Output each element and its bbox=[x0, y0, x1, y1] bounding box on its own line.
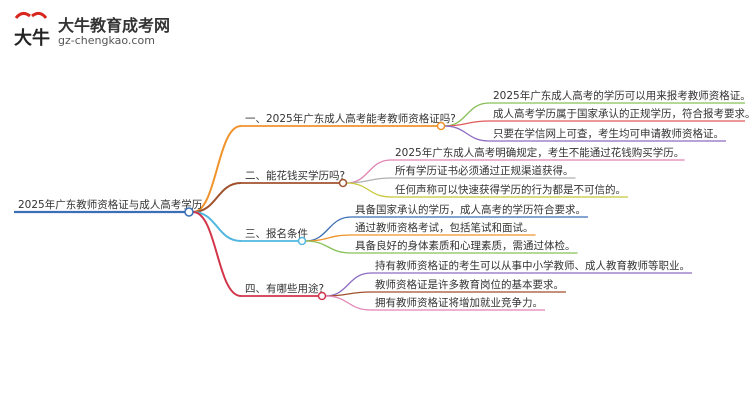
branch-node-circle[interactable] bbox=[338, 178, 348, 188]
leaf-node-label: 拥有教师资格证将增加就业竞争力。 bbox=[375, 296, 543, 309]
leaf-node-label: 具备国家承认的学历，成人高考的学历符合要求。 bbox=[355, 203, 586, 216]
root-to-branch-edge bbox=[192, 211, 242, 242]
leaf-node-label: 2025年广东成人高考明确规定，考生不能通过花钱购买学历。 bbox=[395, 146, 684, 159]
branch-to-leaf-edge bbox=[305, 240, 352, 254]
leaf-node-label: 任何声称可以快速获得学历的行为都是不可信的。 bbox=[395, 183, 626, 196]
logo-mark-text: 大牛 bbox=[14, 27, 50, 49]
branch-to-leaf-edge bbox=[325, 291, 372, 297]
branch-node-circle[interactable] bbox=[436, 121, 446, 131]
branch-to-leaf-edge bbox=[346, 182, 392, 198]
leaf-node-label: 2025年广东成人高考的学历可以用来报考教师资格证。 bbox=[493, 89, 750, 102]
branch-to-leaf-edge bbox=[444, 125, 490, 142]
mindmap-nodes: 2025年广东教师资格证与成人高考学历 一、2025年广东成人高考能考教师资格证吗… bbox=[18, 89, 750, 309]
leaf-node-label: 具备良好的身体素质和心理素质，需通过体检。 bbox=[355, 239, 576, 252]
branch-to-leaf-edge bbox=[346, 159, 392, 184]
branch-node-label: 二、能花钱买学历吗? bbox=[245, 169, 345, 182]
logo-title: 大牛教育成考网 bbox=[58, 16, 171, 35]
leaf-node-label: 所有学历证书必须通过正规渠道获得。 bbox=[395, 164, 574, 177]
leaf-node-label: 只要在学信网上可查，考生均可申请教师资格证。 bbox=[493, 127, 724, 140]
leaf-node-label: 成人高考学历属于国家承认的正规学历，符合报考要求。 bbox=[493, 107, 750, 120]
root-node-circle[interactable] bbox=[184, 207, 194, 217]
ox-logo-icon: 大牛 bbox=[14, 11, 50, 49]
leaf-node-label: 持有教师资格证的考生可以从事中小学教师、成人教育教师等职业。 bbox=[375, 259, 690, 272]
branch-node-label: 四、有哪些用途? bbox=[245, 282, 324, 295]
site-logo[interactable]: 大牛 大牛教育成考网 gz-chengkao.com bbox=[8, 8, 208, 54]
mindmap-edges bbox=[14, 102, 745, 311]
branch-node-label: 三、报名条件 bbox=[245, 227, 308, 240]
branch-to-leaf-edge bbox=[325, 295, 372, 311]
logo-url: gz-chengkao.com bbox=[58, 34, 155, 47]
root-to-branch-edge bbox=[192, 211, 242, 297]
leaf-node-label: 教师资格证是许多教育岗位的基本要求。 bbox=[375, 278, 564, 291]
branch-node-label: 一、2025年广东成人高考能考教师资格证吗? bbox=[245, 112, 456, 125]
root-node-label: 2025年广东教师资格证与成人高考学历 bbox=[18, 198, 202, 211]
root-to-branch-edge bbox=[192, 125, 242, 213]
branch-node-circle[interactable] bbox=[317, 291, 327, 301]
branch-to-leaf-edge bbox=[346, 177, 392, 184]
leaf-node-label: 通过教师资格考试，包括笔试和面试。 bbox=[355, 221, 534, 234]
branch-to-leaf-edge bbox=[305, 234, 352, 242]
branch-node-circle[interactable] bbox=[297, 236, 307, 246]
root-to-branch-edge bbox=[192, 182, 242, 213]
